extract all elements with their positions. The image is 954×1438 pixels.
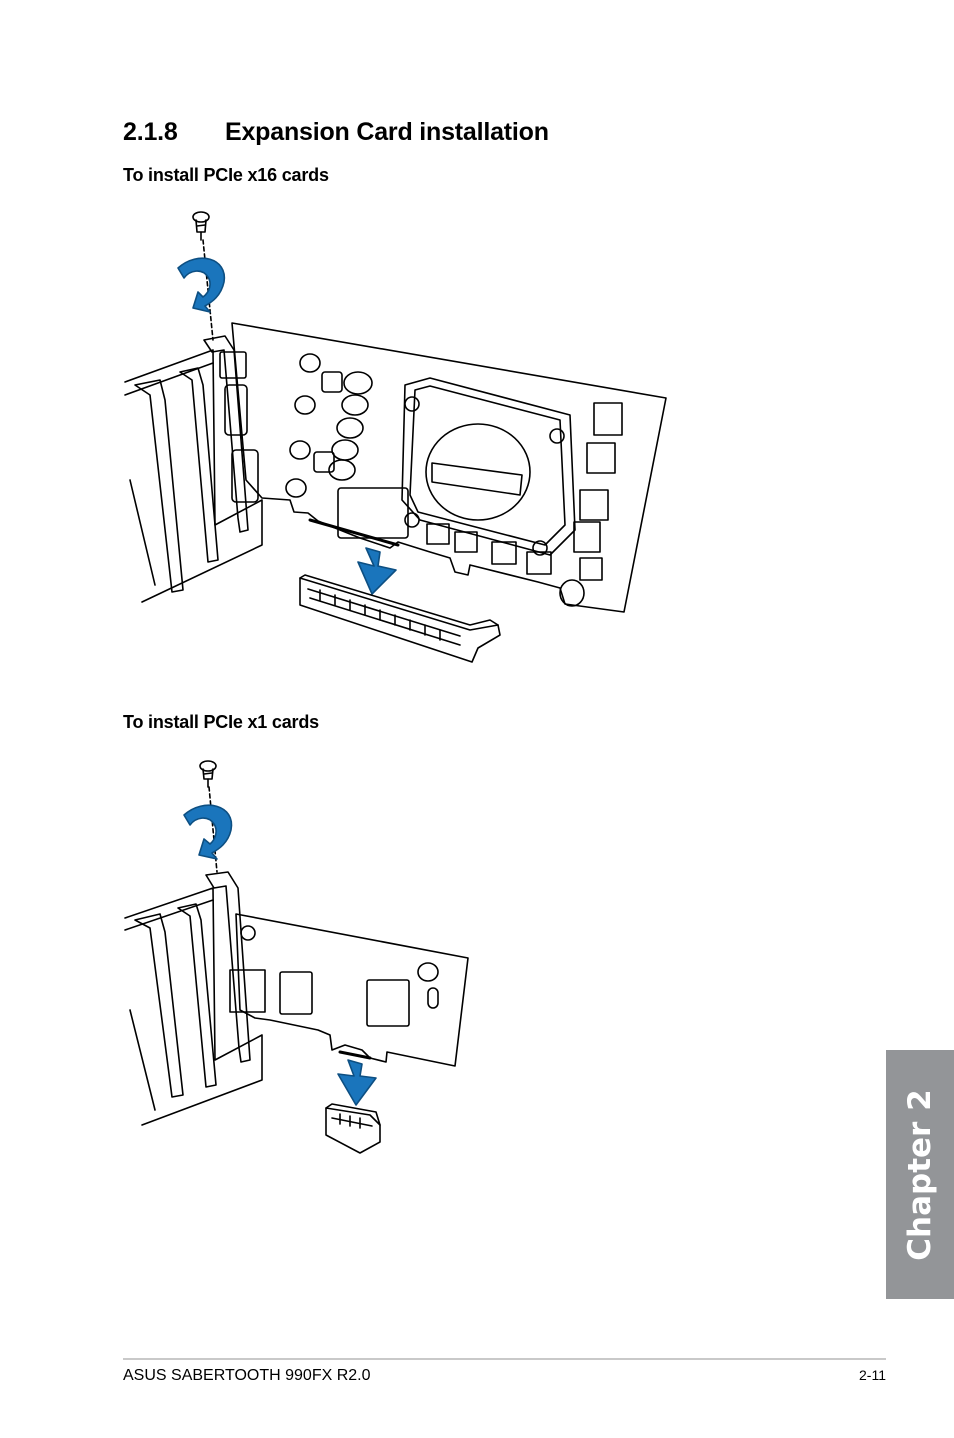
graphics-card	[231, 322, 667, 613]
expansion-card	[235, 913, 469, 1067]
case-rear-panel	[124, 887, 263, 1126]
footer-divider	[123, 1358, 886, 1360]
section-title: Expansion Card installation	[225, 118, 549, 146]
footer-product-name: ASUS SABERTOOTH 990FX R2.0	[123, 1367, 371, 1384]
card-bracket	[205, 871, 266, 1063]
screw-icon	[199, 760, 217, 788]
section-number: 2.1.8	[123, 118, 178, 146]
subsection-heading-x16: To install PCIe x16 cards	[123, 165, 329, 185]
pcie-x1-slot	[325, 1103, 381, 1154]
chapter-tab: Chapter 2	[886, 1050, 954, 1299]
subsection-heading-x1: To install PCIe x1 cards	[123, 712, 319, 732]
footer-page-number: 2-11	[859, 1367, 886, 1383]
rotate-arrow-icon	[177, 257, 226, 313]
screw-icon	[192, 211, 210, 241]
down-arrow-icon	[337, 1059, 377, 1106]
chapter-tab-label: Chapter 2	[902, 1088, 938, 1261]
pcie-x1-illustration	[124, 760, 469, 1154]
pcie-x16-slot	[299, 574, 501, 663]
section-heading: 2.1.8 Expansion Card installation	[123, 118, 549, 147]
rotate-arrow-icon	[183, 804, 233, 860]
down-arrow-icon	[357, 547, 397, 595]
pcie-x16-illustration	[124, 211, 667, 663]
card-bracket	[203, 335, 259, 533]
case-rear-panel	[124, 349, 263, 603]
